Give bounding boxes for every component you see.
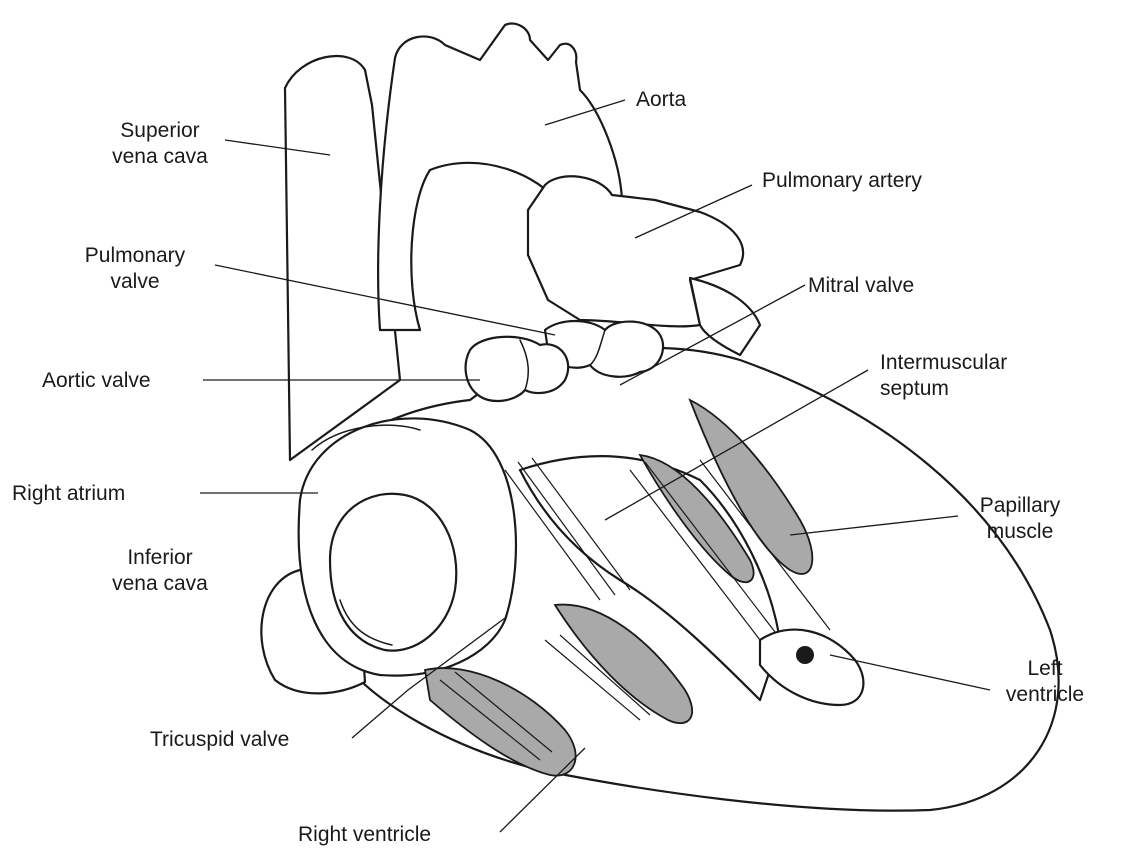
label-mitral-valve: Mitral valve xyxy=(808,273,914,299)
label-intermuscular-septum: Intermuscular septum xyxy=(880,350,1007,402)
label-right-ventricle: Right ventricle xyxy=(298,822,431,848)
label-aortic-valve: Aortic valve xyxy=(42,368,151,394)
aortic-valve-shape xyxy=(466,337,569,401)
label-aorta: Aorta xyxy=(636,87,686,113)
fossa-ovalis xyxy=(330,494,456,651)
label-pulmonary-artery: Pulmonary artery xyxy=(762,168,922,194)
left-ventricle-dark-spot xyxy=(796,646,814,664)
label-pulmonary-valve: Pulmonary valve xyxy=(55,243,215,295)
label-left-ventricle: Left ventricle xyxy=(985,656,1105,708)
label-right-atrium: Right atrium xyxy=(12,481,125,507)
label-inferior-vena-cava: Inferior vena cava xyxy=(85,545,235,597)
label-superior-vena-cava: Superior vena cava xyxy=(85,118,235,170)
label-tricuspid-valve: Tricuspid valve xyxy=(150,727,289,753)
label-papillary-muscle: Papillary muscle xyxy=(950,493,1090,545)
pulmonary-artery-branch xyxy=(690,278,760,355)
